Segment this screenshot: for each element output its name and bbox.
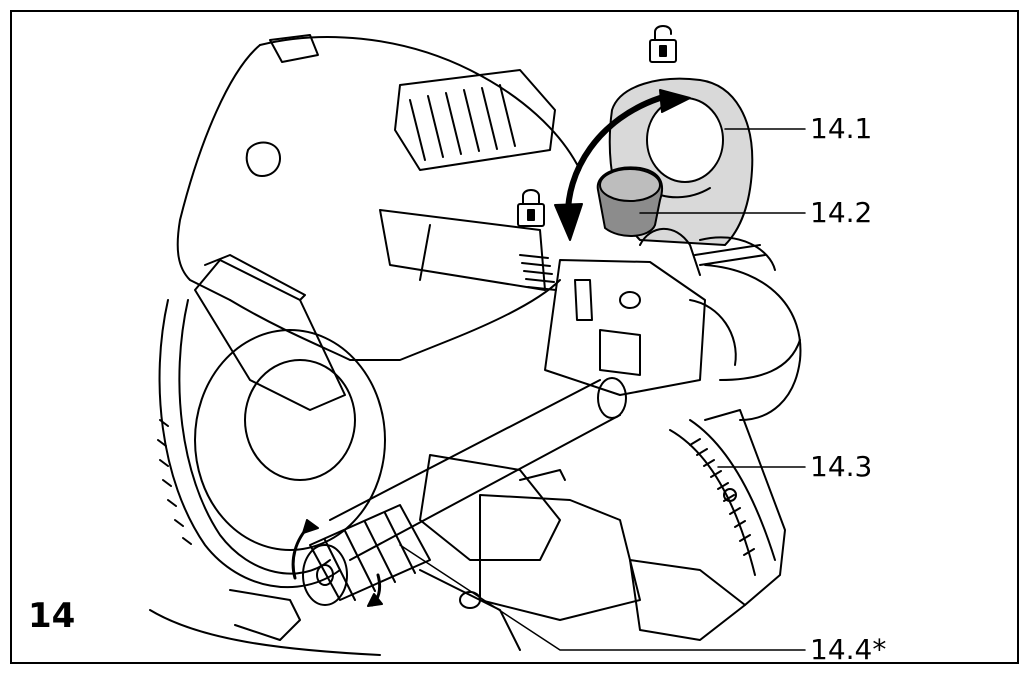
callout-14-1: 14.1 bbox=[810, 112, 873, 145]
figure-number: 14 bbox=[28, 596, 76, 636]
callout-14-4: 14.4* bbox=[810, 633, 887, 666]
padlock-closed-icon bbox=[517, 189, 545, 227]
front-plate bbox=[194, 254, 346, 411]
bevel-mechanism bbox=[544, 227, 802, 421]
callout-14-2: 14.2 bbox=[810, 196, 873, 229]
rotation-arrow bbox=[554, 89, 691, 241]
lock-knob bbox=[596, 166, 664, 237]
leader-lines bbox=[399, 128, 806, 651]
handle-rod bbox=[329, 377, 627, 561]
motor-housing bbox=[176, 34, 581, 361]
blade-guard bbox=[157, 299, 386, 589]
padlock-open-icon bbox=[649, 25, 677, 63]
figure-frame bbox=[10, 10, 1019, 664]
callout-14-3: 14.3 bbox=[810, 450, 873, 483]
rotation-grip bbox=[291, 504, 431, 607]
bevel-scale bbox=[669, 409, 786, 606]
